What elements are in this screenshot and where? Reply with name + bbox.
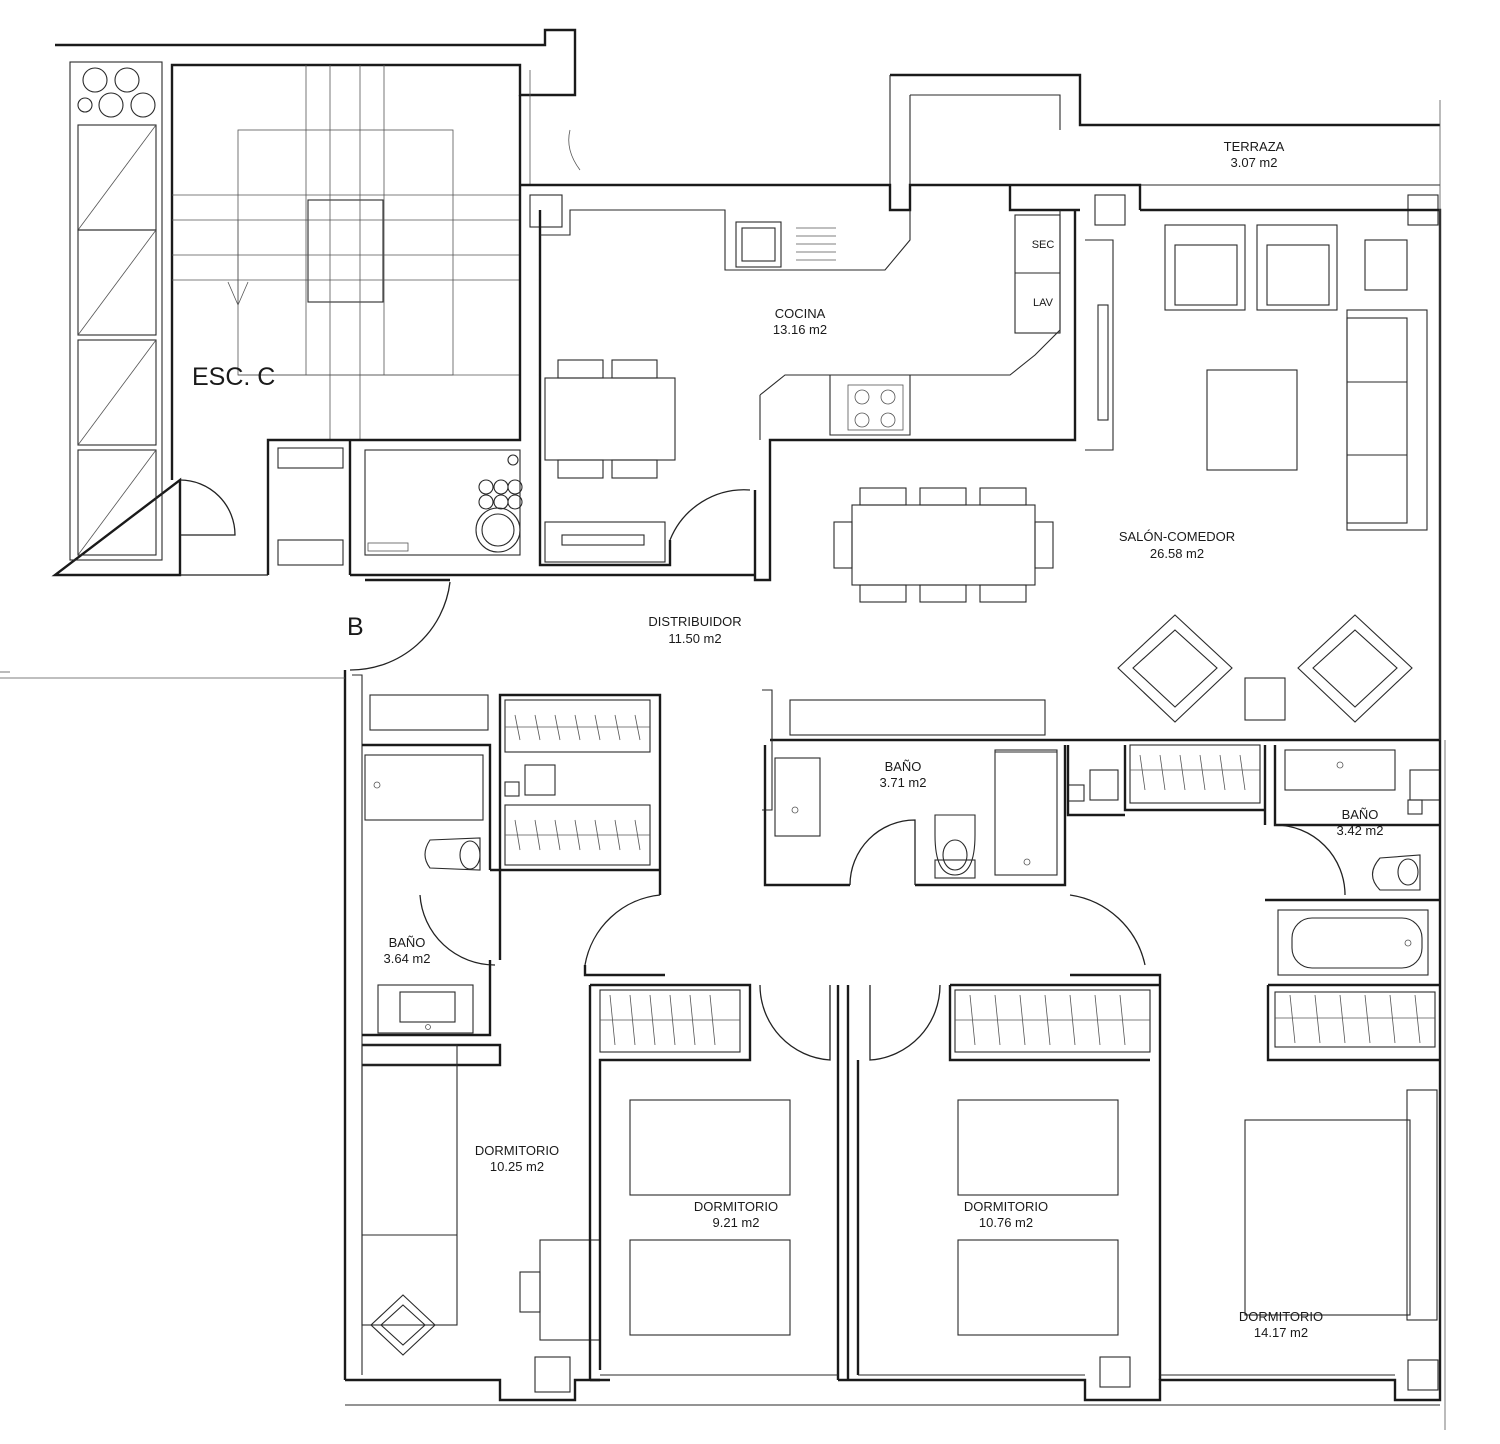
cocina-name: COCINA	[775, 306, 826, 321]
distribuidor-name: DISTRIBUIDOR	[648, 614, 741, 629]
salon-name: SALÓN-COMEDOR	[1119, 529, 1235, 544]
dorm4-name: DORMITORIO	[1239, 1309, 1323, 1324]
salon-comedor: SALÓN-COMEDOR 26.58 m2	[833, 208, 1442, 740]
bano2-name: BAÑO	[1342, 807, 1379, 822]
cocina: SEC LAV COCINA 13.16 m2	[520, 183, 1439, 582]
terraza-name: TERRAZA	[1224, 139, 1285, 154]
dorm4-area: 14.17 m2	[1254, 1325, 1308, 1340]
distribuidor-area: 11.50 m2	[668, 631, 721, 646]
terraza-area: 3.07 m2	[1231, 155, 1278, 170]
dormitorio-2: DORMITORIO 9.21 m2	[588, 983, 850, 1380]
bano-right: BAÑO 3.42 m2	[1066, 744, 1441, 976]
hallway-doors	[583, 894, 1162, 1380]
stair-label: ESC. C	[192, 363, 275, 391]
salon-area: 26.58 m2	[1150, 546, 1204, 561]
distribuidor: B DISTRIBUIDOR 11.50 m2	[0, 573, 1440, 1380]
facade	[345, 100, 1446, 1430]
dormitorio-3: DORMITORIO 10.76 m2	[856, 983, 1160, 1375]
dorm1-area: 10.25 m2	[490, 1159, 544, 1174]
bano-center: BAÑO 3.71 m2	[763, 745, 1067, 887]
dorm2-name: DORMITORIO	[694, 1199, 778, 1214]
lav-label: LAV	[1033, 297, 1054, 309]
bano3-area: 3.64 m2	[384, 951, 431, 966]
entrance-label: B	[347, 613, 364, 641]
dormitorio-1: DORMITORIO 10.25 m2	[361, 1043, 601, 1356]
dorm3-area: 10.76 m2	[979, 1215, 1033, 1230]
bano-left: BAÑO 3.64 m2	[362, 693, 662, 1037]
dorm1-name: DORMITORIO	[475, 1143, 559, 1158]
cocina-area: 13.16 m2	[773, 322, 827, 337]
bano1-area: 3.71 m2	[880, 775, 927, 790]
bano1-name: BAÑO	[885, 759, 922, 774]
dormitorio-4: DORMITORIO 14.17 m2	[1239, 983, 1440, 1391]
stairwell: ESC. C	[51, 28, 577, 577]
bano3-name: BAÑO	[389, 935, 426, 950]
dorm3-name: DORMITORIO	[964, 1199, 1048, 1214]
terraza: TERRAZA 3.07 m2	[529, 70, 1440, 210]
dorm2-area: 9.21 m2	[713, 1215, 760, 1230]
sec-label: SEC	[1032, 239, 1055, 251]
bano2-area: 3.42 m2	[1337, 823, 1384, 838]
